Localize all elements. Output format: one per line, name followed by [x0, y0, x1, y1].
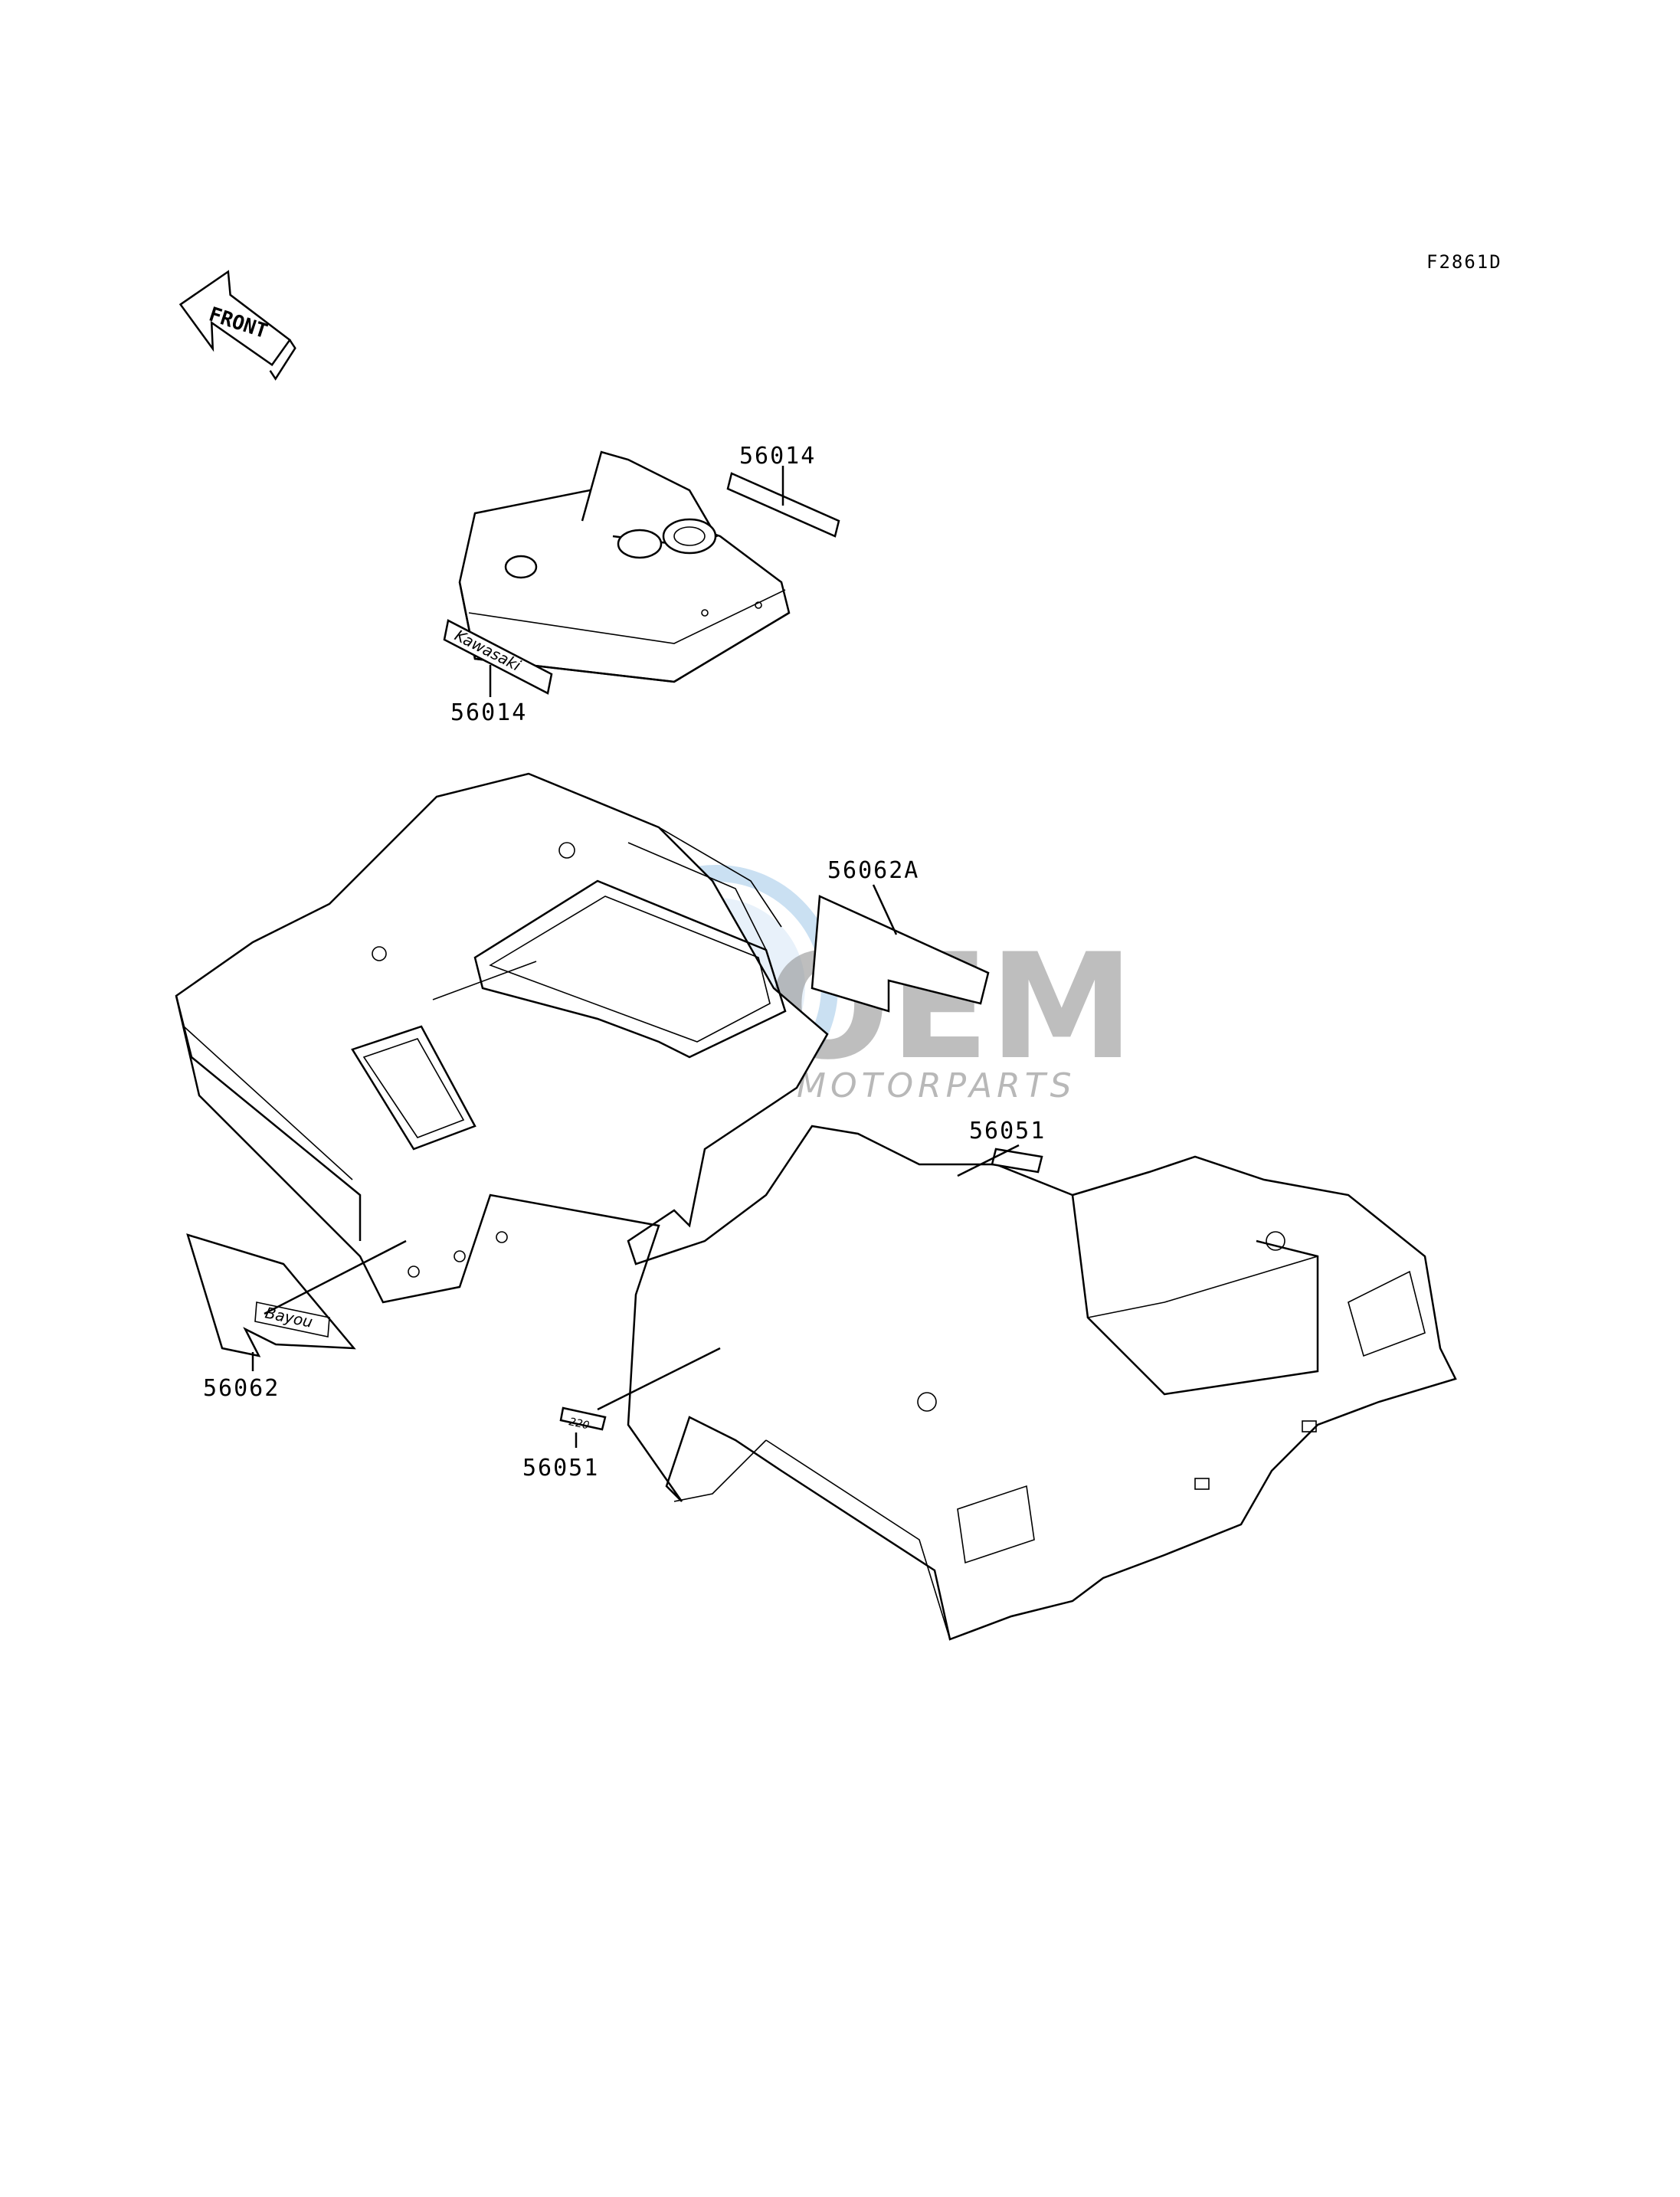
fender-body-part	[175, 772, 1457, 1641]
callout-56062: 56062	[203, 1375, 280, 1402]
badge-decal-text: 220	[568, 1416, 591, 1432]
callout-56014-bottom: 56014	[450, 699, 527, 726]
callout-56014-top: 56014	[739, 443, 816, 470]
callout-56051-right: 56051	[969, 1118, 1046, 1144]
decal-56062A	[811, 895, 990, 1013]
instrument-cover-part	[458, 450, 791, 683]
figure-code: F2861D	[1426, 251, 1502, 273]
decal-56062-bayou: Bayou	[186, 1233, 356, 1357]
callout-56062A: 56062A	[827, 857, 919, 884]
front-arrow-icon: FRONT	[178, 270, 296, 381]
decal-56051-small	[991, 1148, 1043, 1174]
callout-56051-bottom: 56051	[522, 1455, 599, 1482]
decal-56051-badge: 220	[559, 1406, 607, 1432]
watermark-tagline: MOTORPARTS	[797, 1066, 1076, 1105]
